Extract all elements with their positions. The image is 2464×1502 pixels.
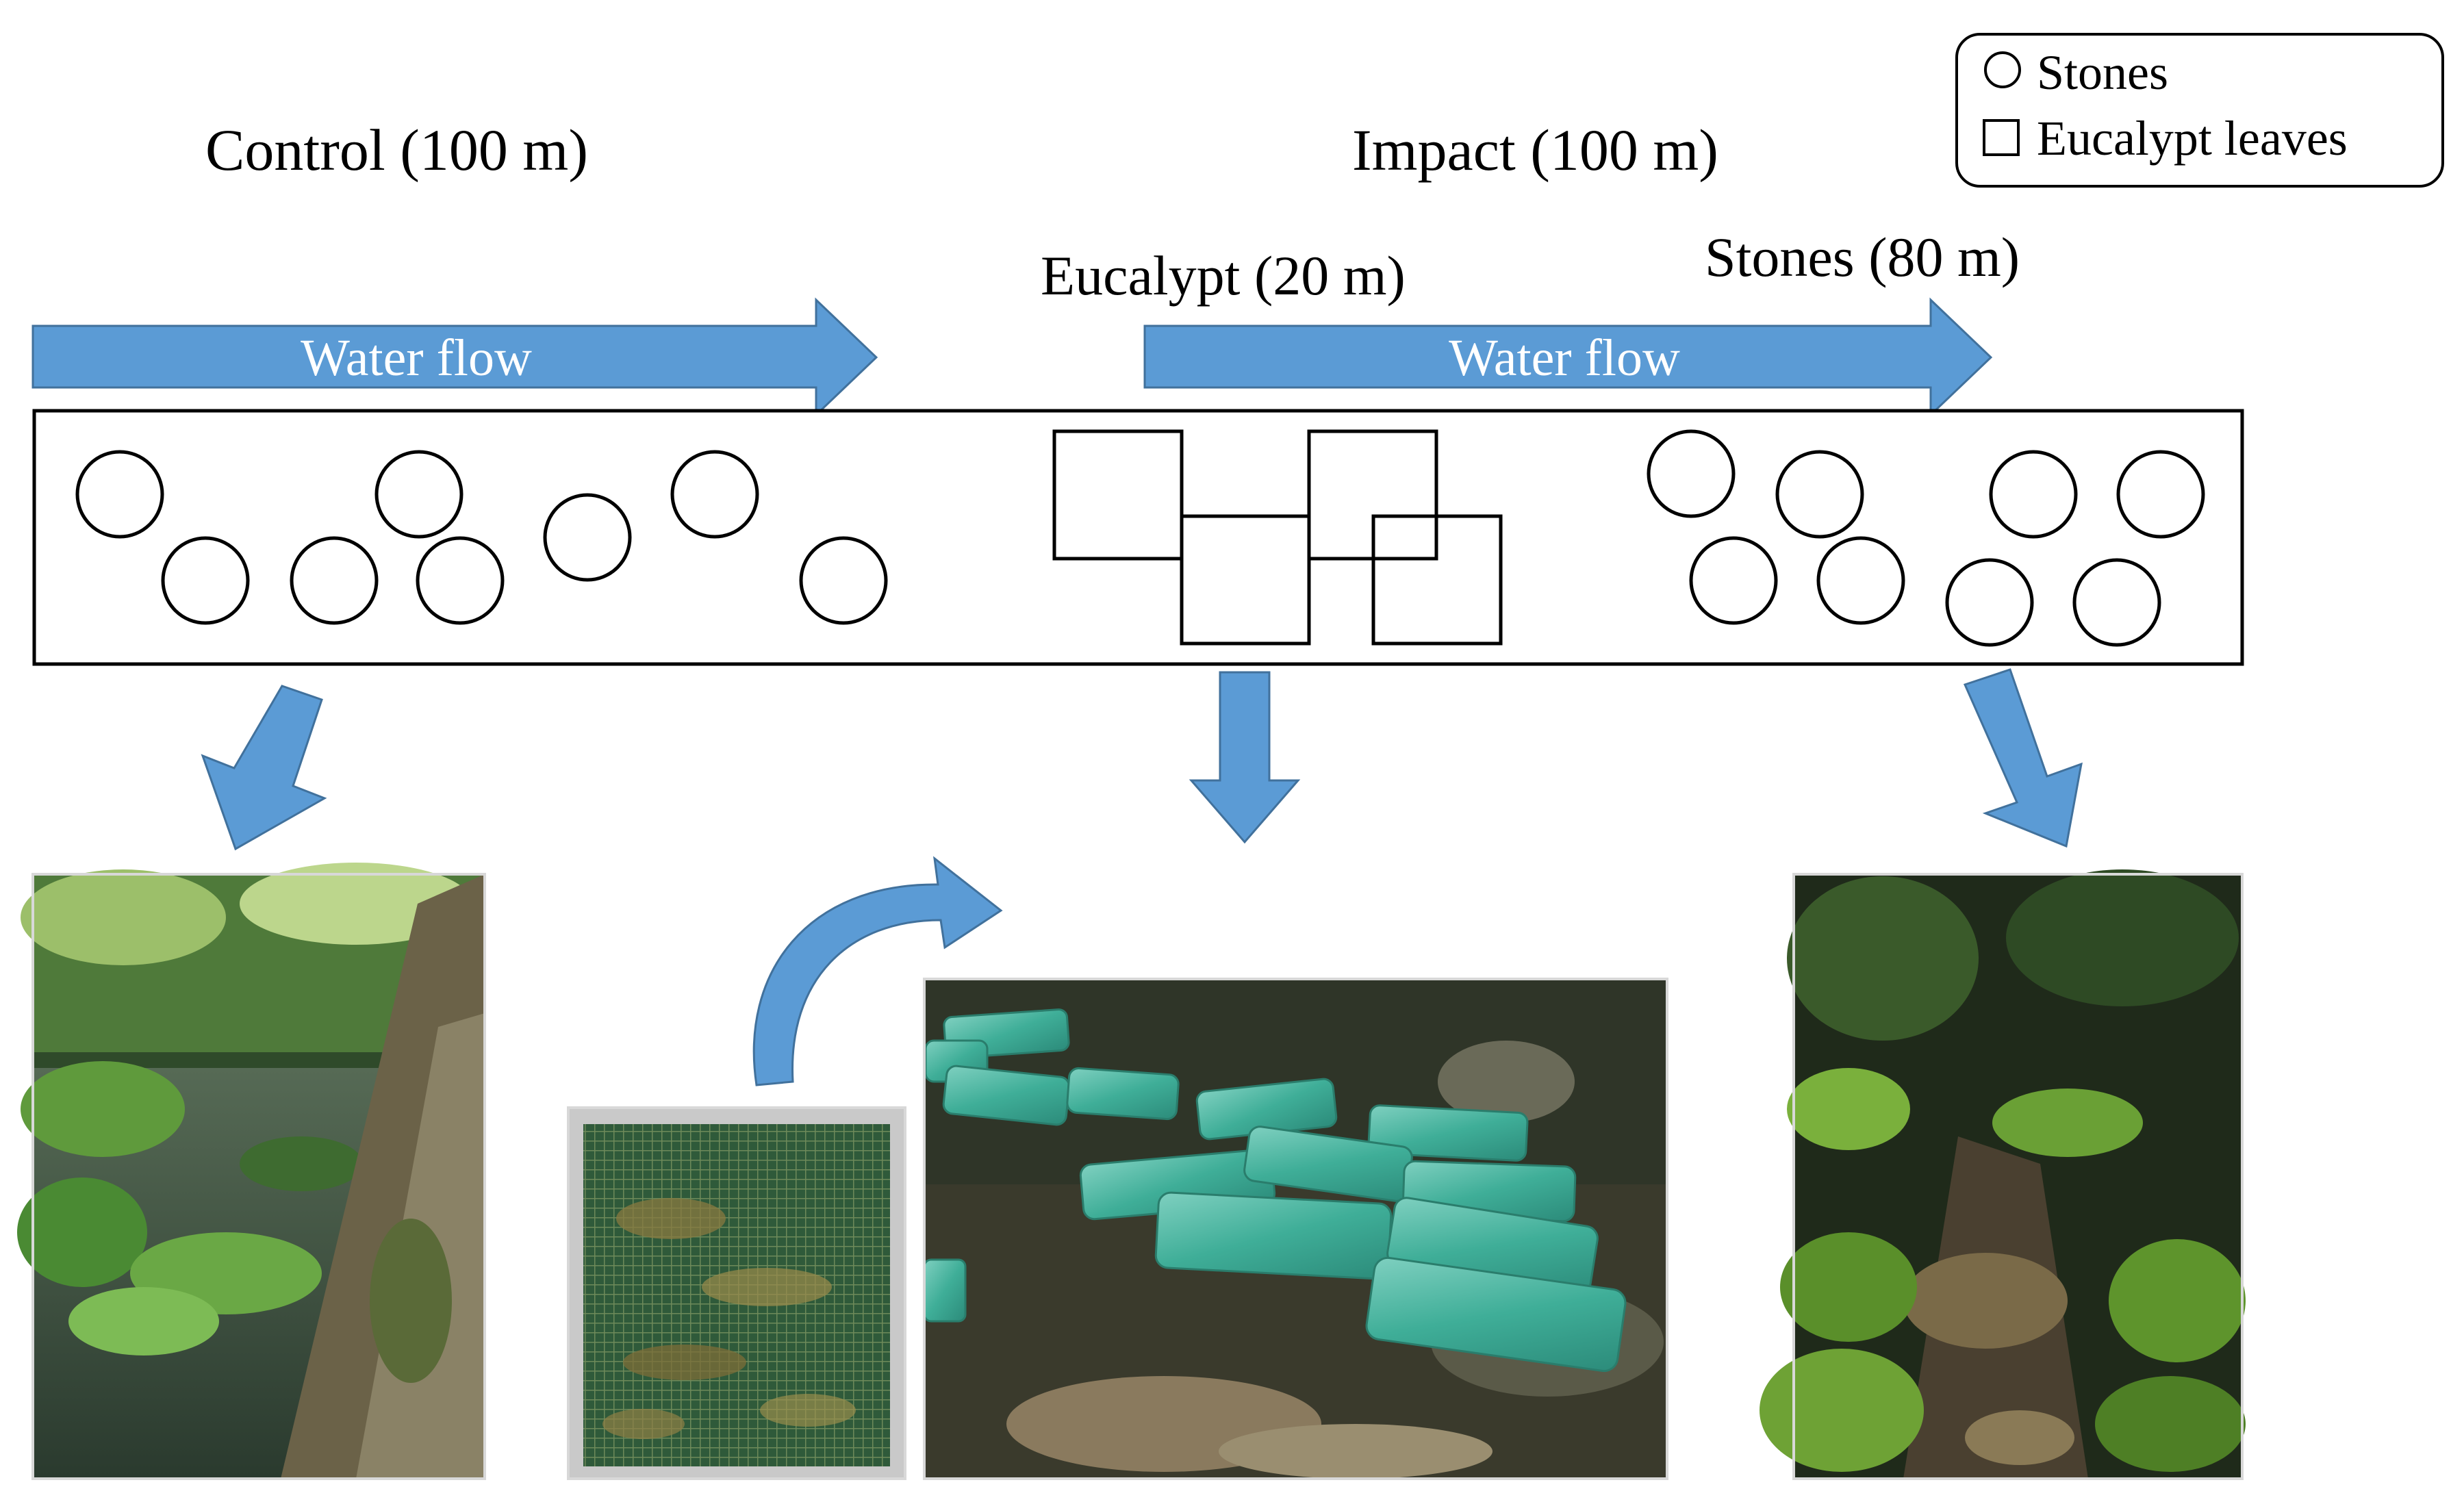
stone-icon <box>416 536 505 625</box>
control-reach-photo <box>17 863 485 1479</box>
mesh-bag-photo <box>568 1108 905 1479</box>
stone-icon <box>1945 558 2034 647</box>
stone-icon <box>1647 429 1736 518</box>
stone-icon <box>1689 536 1778 625</box>
eucalypt-leaf-packs <box>1052 429 1503 646</box>
water-flow-arrow-impact: Water flow <box>1143 297 1993 418</box>
stone-icon <box>161 536 250 625</box>
stone-icon <box>799 536 888 625</box>
stone-icon <box>1775 450 1864 539</box>
plastic-bags <box>923 1008 1627 1373</box>
stone-icon <box>290 536 379 625</box>
arrow-down-icon <box>1963 668 2083 848</box>
control-section-title: Control (100 m) <box>205 117 588 183</box>
water-flow-label-impact: Water flow <box>1449 329 1680 387</box>
stone-icon <box>1989 450 2078 539</box>
curved-arrow-icon <box>752 856 1003 1086</box>
leaves-icon <box>1052 429 1184 561</box>
legend-box <box>1955 33 2444 188</box>
stones-zone-title: Stones (80 m) <box>1705 226 2020 288</box>
stone-icon <box>543 493 632 582</box>
leaves-icon <box>1180 514 1311 646</box>
stone-legend-icon <box>1984 51 2021 88</box>
stream-channel <box>32 409 2244 666</box>
legend-stones-label: Stones <box>2037 45 2168 100</box>
stone-icon <box>1816 536 1905 625</box>
water-flow-label-control: Water flow <box>301 329 532 387</box>
legend: Stones Eucalypt leaves <box>1955 33 2444 188</box>
stones-reach-photo <box>1760 869 2246 1479</box>
legend-leaves-label: Eucalypt leaves <box>2037 111 2348 166</box>
stone-icon <box>670 450 759 539</box>
leaves-icon <box>1371 514 1503 646</box>
stone-icon <box>2072 558 2161 647</box>
impact-stones <box>1647 429 2205 647</box>
water-flow-arrow-control: Water flow <box>31 297 878 418</box>
stone-icon <box>374 450 463 539</box>
arrow-down-icon <box>1189 671 1301 844</box>
stone-icon <box>75 450 164 539</box>
eucalypt-zone-title: Eucalypt (20 m) <box>1041 244 1406 307</box>
bags-in-stream-photo <box>923 979 1667 1479</box>
photo-borders <box>31 873 2244 1480</box>
impact-section-title: Impact (100 m) <box>1352 117 1718 183</box>
control-stones <box>75 450 888 625</box>
stone-icon <box>2116 450 2205 539</box>
arrow-down-icon <box>201 685 327 851</box>
leaves-legend-icon <box>1983 119 2020 156</box>
